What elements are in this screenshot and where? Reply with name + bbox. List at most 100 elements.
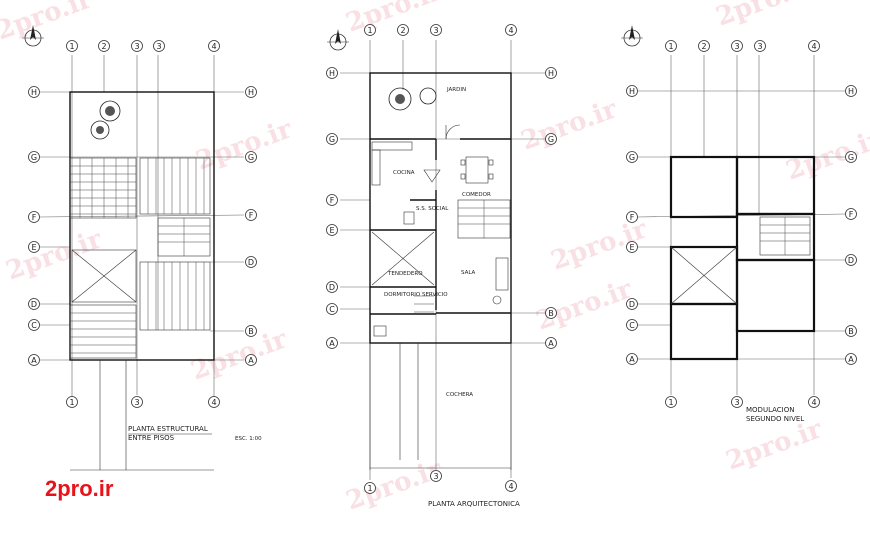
north-arrow-icon xyxy=(327,29,349,51)
svg-text:1: 1 xyxy=(367,26,372,35)
svg-text:E: E xyxy=(329,226,334,235)
watermark-text: 2pro.ir xyxy=(187,324,291,386)
watermark-text: 2pro.ir xyxy=(342,0,446,39)
svg-text:A: A xyxy=(248,356,254,365)
svg-text:F: F xyxy=(249,211,254,220)
svg-text:F: F xyxy=(849,210,854,219)
dining-table-icon xyxy=(460,156,494,184)
scale-label: ESC. 1:00 xyxy=(235,436,262,442)
svg-text:H: H xyxy=(329,69,335,78)
svg-text:F: F xyxy=(630,213,635,222)
axis-bubble: H xyxy=(326,67,338,79)
plan-title: PLANTA ESTRUCTURAL xyxy=(128,425,208,433)
plan-subtitle: SEGUNDO NIVEL xyxy=(746,415,804,423)
stair xyxy=(759,216,811,256)
axis-bubble: D xyxy=(845,254,857,266)
axis-bubble: 3 xyxy=(731,40,743,52)
svg-text:B: B xyxy=(848,327,854,336)
axis-bubble: F xyxy=(845,208,857,220)
joist-block xyxy=(139,157,211,215)
svg-text:3: 3 xyxy=(156,42,161,51)
svg-text:1: 1 xyxy=(69,42,74,51)
axis-bubble: A xyxy=(545,337,557,349)
axis-bubble: B xyxy=(245,325,257,337)
axis-bubble: A xyxy=(626,353,638,365)
watermark-text: 2pro.ir xyxy=(532,274,636,336)
svg-text:3: 3 xyxy=(734,398,739,407)
room-label-jardin: JARDIN xyxy=(446,87,466,93)
axis-bubble: G xyxy=(626,151,638,163)
svg-text:G: G xyxy=(629,153,635,162)
watermark-text: 2pro.ir xyxy=(192,114,296,176)
room-label-dormitorio: DORMITORIO SERVICIO xyxy=(384,292,448,298)
axis-bubble: 1 xyxy=(66,396,78,408)
axis-bubble: E xyxy=(626,241,638,253)
watermark-text: 2pro.ir xyxy=(782,124,870,186)
svg-text:A: A xyxy=(848,355,854,364)
axis-bubble: 2 xyxy=(98,40,110,52)
axis-bubble: F xyxy=(626,211,638,223)
axis-bubble: H xyxy=(245,86,257,98)
axis-bubble: F xyxy=(245,209,257,221)
room-label-cochera: COCHERA xyxy=(446,392,473,398)
joist-block xyxy=(139,261,211,331)
axis-bubble: H xyxy=(28,86,40,98)
svg-text:1: 1 xyxy=(367,484,372,493)
svg-text:4: 4 xyxy=(211,42,216,51)
svg-text:4: 4 xyxy=(508,482,513,491)
watermark-text: 2pro.ir xyxy=(517,94,621,156)
plan-title: MODULACION xyxy=(746,406,795,414)
axis-bubble: 4 xyxy=(208,40,220,52)
svg-text:D: D xyxy=(629,300,635,309)
axis-bubble: C xyxy=(326,303,338,315)
svg-text:H: H xyxy=(548,69,554,78)
axis-bubble: 3 xyxy=(131,396,143,408)
svg-text:C: C xyxy=(329,305,335,314)
plan-subtitle: ENTRE PISOS xyxy=(128,434,175,442)
axis-bubble: A xyxy=(245,354,257,366)
joist-block xyxy=(69,304,137,359)
svg-text:2: 2 xyxy=(400,26,405,35)
tree-icon xyxy=(388,87,437,111)
axis-bubble: D xyxy=(28,298,40,310)
axis-bubble: 3 xyxy=(131,40,143,52)
axis-bubble: H xyxy=(626,85,638,97)
axis-bubble: 4 xyxy=(808,40,820,52)
svg-text:B: B xyxy=(248,327,254,336)
svg-text:A: A xyxy=(548,339,554,348)
svg-text:F: F xyxy=(32,213,37,222)
axis-bubble: E xyxy=(28,241,40,253)
svg-text:3: 3 xyxy=(134,398,139,407)
svg-text:4: 4 xyxy=(211,398,216,407)
axis-bubble: 4 xyxy=(208,396,220,408)
svg-text:G: G xyxy=(329,135,335,144)
site-logo: 2pro.ir xyxy=(45,476,114,501)
module-block xyxy=(669,155,816,361)
axis-bubble: D xyxy=(245,256,257,268)
axis-bubble: 1 xyxy=(66,40,78,52)
axis-bubble: 1 xyxy=(665,396,677,408)
axis-bubble: D xyxy=(626,298,638,310)
axis-bubble: G xyxy=(545,133,557,145)
north-arrow-icon xyxy=(621,25,643,47)
axis-bubble: 2 xyxy=(397,24,409,36)
svg-text:4: 4 xyxy=(811,42,816,51)
axis-bubble: G xyxy=(245,151,257,163)
axis-bubble: 3 xyxy=(731,396,743,408)
svg-text:G: G xyxy=(848,153,854,162)
axis-bubble: C xyxy=(28,319,40,331)
svg-text:1: 1 xyxy=(69,398,74,407)
room-label-cocina: COCINA xyxy=(393,170,415,176)
svg-text:D: D xyxy=(31,300,37,309)
watermark-text: 2pro.ir xyxy=(712,0,816,33)
svg-text:3: 3 xyxy=(433,472,438,481)
svg-text:C: C xyxy=(31,321,37,330)
axis-bubble: G xyxy=(28,151,40,163)
tree-icon xyxy=(90,100,121,140)
svg-text:G: G xyxy=(548,135,554,144)
svg-text:E: E xyxy=(629,243,634,252)
axis-bubble: F xyxy=(28,211,40,223)
svg-text:3: 3 xyxy=(134,42,139,51)
room-label-ss-social: S.S. SOCIAL xyxy=(416,206,449,212)
